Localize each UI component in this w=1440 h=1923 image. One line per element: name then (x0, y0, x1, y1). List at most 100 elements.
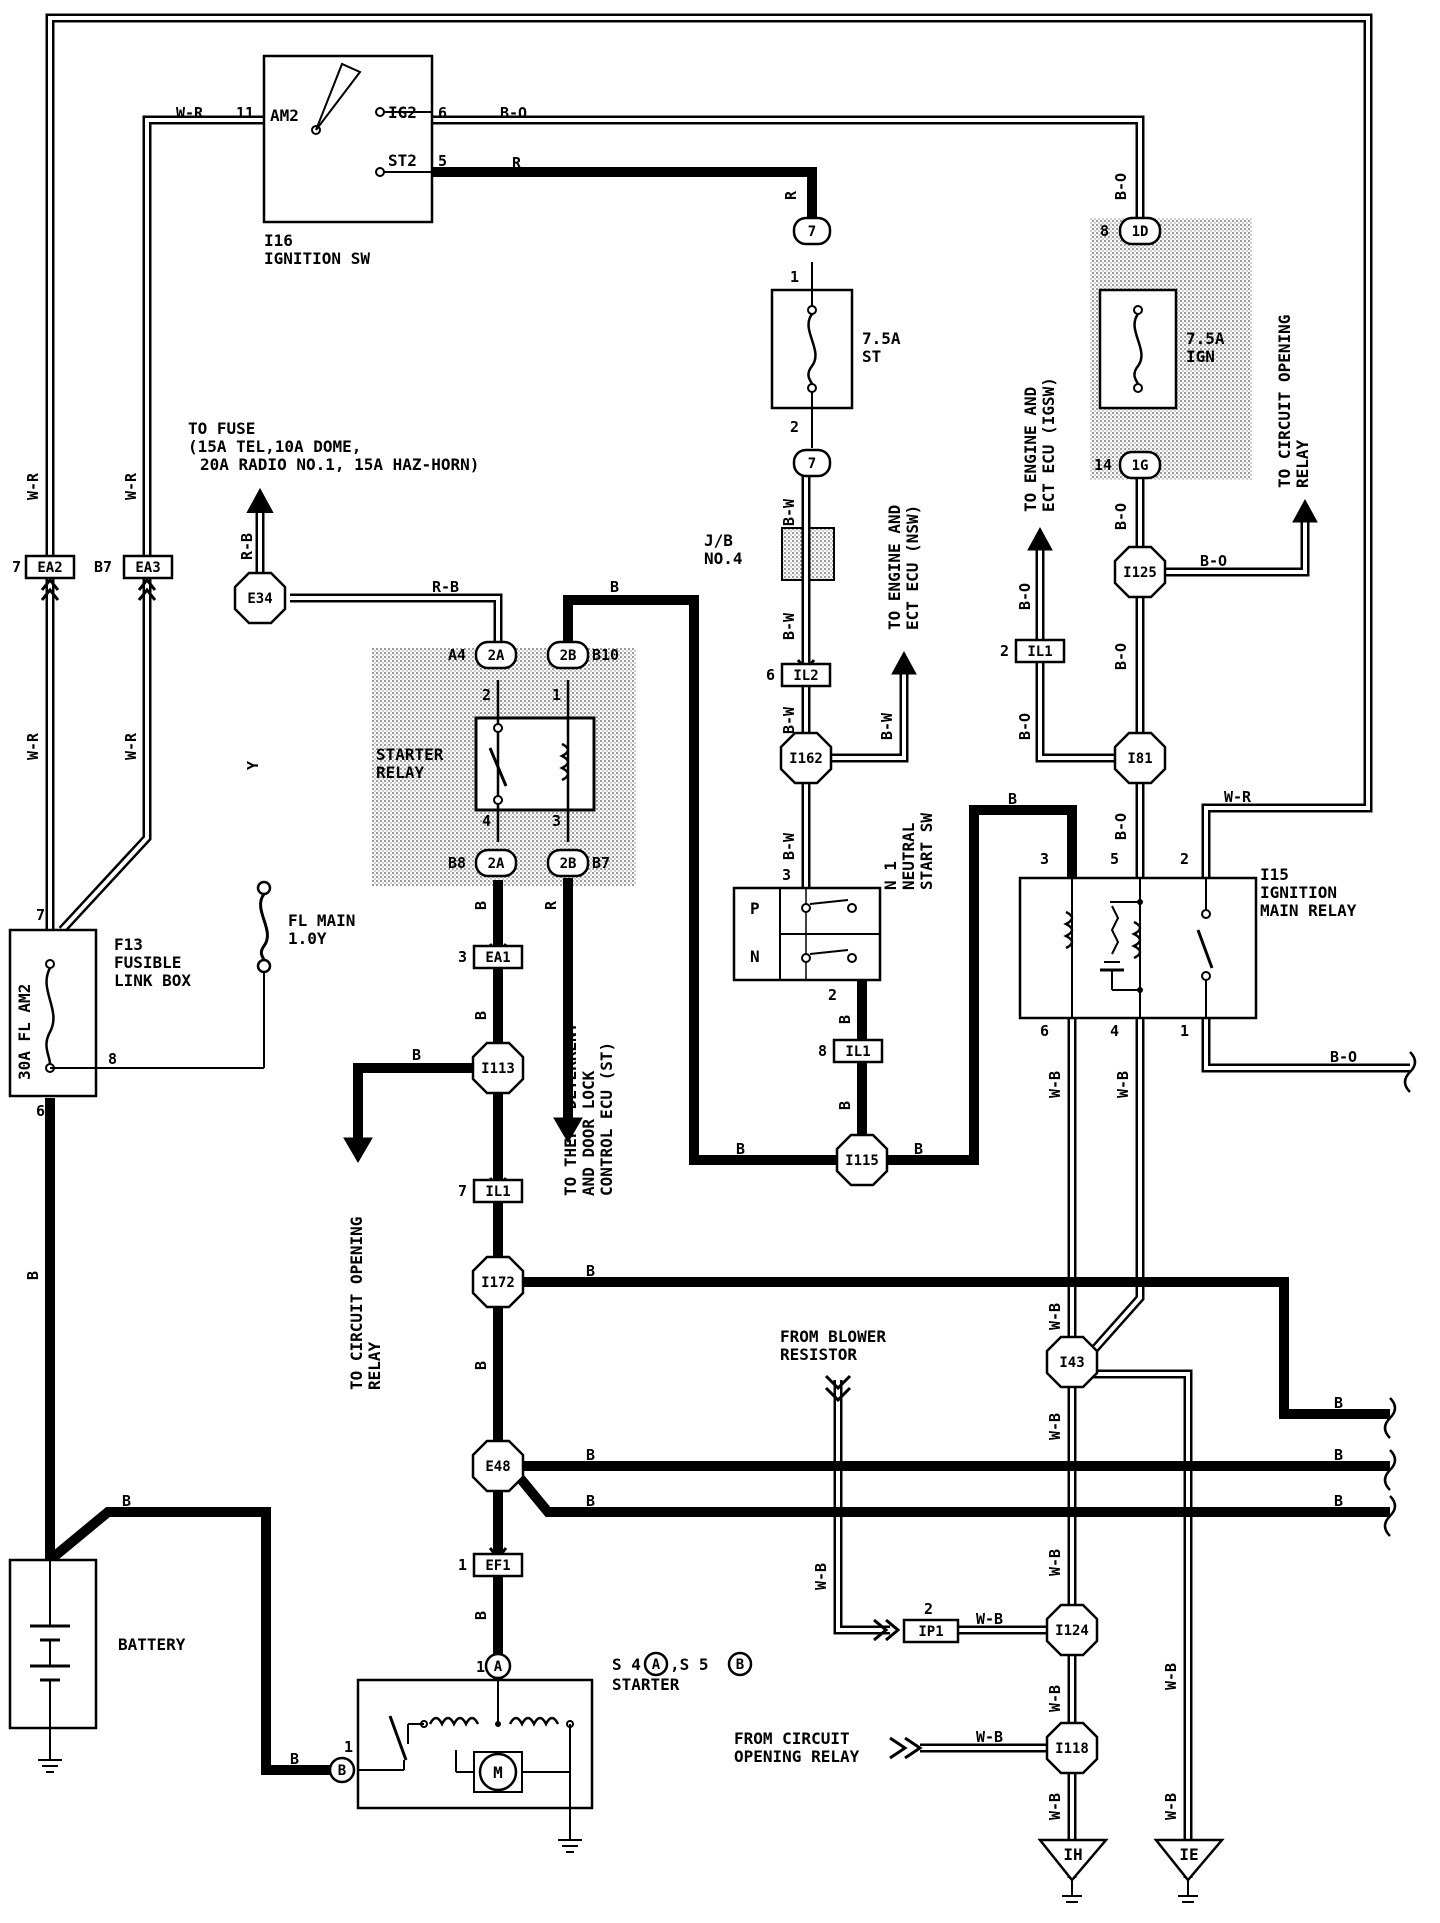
jb-line2: NO.4 (704, 549, 743, 568)
note-cor-right-2: RELAY (1293, 439, 1312, 488)
wl-w-b-2: W-B (1114, 1071, 1132, 1098)
ign-fuse-pin-bottom: 14 (1094, 456, 1112, 474)
junction-i115: I115 (835, 1133, 889, 1187)
conn-ea1-pin: 3 (458, 948, 467, 966)
wl-b-w-3: B-W (780, 706, 798, 734)
sr-pin-tl: A4 (448, 646, 466, 664)
wl-b-down3: B (472, 1611, 490, 1620)
junction-label-i113: I113 (481, 1061, 515, 1077)
sr-name-2: RELAY (376, 763, 425, 782)
mr-pin-t1: 3 (1040, 850, 1049, 868)
ground-ih-label: IH (1063, 1845, 1082, 1864)
ign-sw-pin-am2: 11 (236, 104, 254, 122)
junction-e34: E34 (233, 571, 287, 625)
wire-b-o-pin1 (1201, 1018, 1410, 1073)
note-to-fuse-3: 20A RADIO NO.1, 15A HAZ-HORN) (200, 455, 479, 474)
starter-name: STARTER (612, 1675, 680, 1694)
note-from-cor-1: FROM CIRCUIT (734, 1729, 850, 1748)
junction-i43: I43 (1045, 1335, 1099, 1389)
conn-ef1: EF1 (485, 1558, 510, 1574)
sr-conn-br: 2B (560, 856, 577, 872)
junction-i172: I172 (471, 1255, 525, 1309)
round-connectors (328, 216, 1162, 1784)
sr-pin-bl: B8 (448, 854, 466, 872)
nsw-pin-top: 3 (782, 866, 791, 884)
junction-label-i115: I115 (845, 1153, 879, 1169)
starter (356, 1678, 594, 1853)
conn-il1-m-pin: 8 (818, 1042, 827, 1060)
wl-b-i115-l: B (736, 1140, 745, 1158)
junction-i118: I118 (1045, 1721, 1099, 1775)
wl-w-b-10: W-B (812, 1563, 830, 1590)
mr-pin-t2: 5 (1110, 850, 1119, 868)
note-to-fuse-2: (15A TEL,10A DOME, (188, 437, 361, 456)
starter-term-b: B (338, 1763, 346, 1779)
sr-conn-bl: 2A (488, 856, 505, 872)
nsw-n: N (750, 947, 760, 966)
wire-b-i115-relay (888, 805, 1077, 1165)
ignition-switch (262, 54, 434, 224)
starter-parts-ref-2: B (736, 1657, 744, 1673)
ign-fuse-name: IGN (1186, 347, 1215, 366)
junction-label-i124: I124 (1055, 1623, 1089, 1639)
wl-w-r-left3: W-R (24, 732, 42, 760)
conn-ea2: EA2 (37, 560, 62, 576)
st-fuse-conn-bottom: 7 (808, 456, 816, 472)
sr-int-pin-3: 3 (552, 812, 561, 830)
mr-pin-b3: 1 (1180, 1022, 1189, 1040)
wl-w-b-8: W-B (1162, 1663, 1180, 1690)
wl-b-o-6: B-O (1016, 713, 1034, 740)
wire-b-i172 (520, 1277, 1390, 1419)
mr-id: I15 (1260, 865, 1289, 884)
junction-e48: E48 (471, 1439, 525, 1493)
st-fuse-conn-top: 7 (808, 224, 816, 240)
nsw-name-1: NEUTRAL (899, 823, 918, 890)
junction-i113: I113 (471, 1041, 525, 1095)
ign-sw-st2: ST2 (388, 151, 417, 170)
wl-b-o-5: B-O (1016, 583, 1034, 610)
note-to-fuse-1: TO FUSE (188, 419, 255, 438)
junction-label-e34: E34 (247, 591, 272, 607)
fuse-ign (1098, 288, 1178, 410)
conn-il1-m: IL1 (845, 1044, 870, 1060)
junction-i81: I81 (1113, 731, 1167, 785)
conn-ea2-pin: 7 (12, 558, 21, 576)
wl-b-i172: B (586, 1262, 595, 1280)
wl-w-r-top: W-R (176, 104, 204, 122)
ign-sw-ig2: IG2 (388, 103, 417, 122)
junction-i125: I125 (1113, 545, 1167, 599)
note-engine-igsw-1: TO ENGINE AND (1021, 387, 1040, 512)
wl-w-b-1: W-B (1046, 1071, 1064, 1098)
wire-b-relay-top (563, 595, 838, 1165)
wl-b-ea1: B (472, 901, 490, 910)
note-theft-1: TO THEFT DETERRENT (561, 1023, 580, 1196)
wl-b-down1: B (472, 1011, 490, 1020)
wl-w-b-5: W-B (1046, 1549, 1064, 1576)
wl-b-right1: B (1334, 1394, 1343, 1412)
fusible-link-box (8, 928, 265, 1098)
wl-r-top: R (512, 154, 522, 172)
arrowheads (246, 487, 1318, 1163)
sr-int-pin-1: 1 (552, 686, 561, 704)
wl-b-nsw1: B (836, 1015, 854, 1024)
sr-conn-tl: 2A (488, 648, 505, 664)
junction-label-i162: I162 (789, 751, 823, 767)
sr-int-pin-4: 4 (482, 812, 491, 830)
wl-b-w-5: B-W (878, 712, 896, 740)
ign-sw-pin-ig2: 6 (438, 104, 447, 122)
note-engine-igsw-2: ECT ECU (IGSW) (1039, 377, 1058, 512)
fuse-st (770, 262, 854, 448)
ign-sw-am2: AM2 (270, 106, 299, 125)
wl-b-nsw2: B (836, 1101, 854, 1110)
junction-label-e48: E48 (485, 1459, 510, 1475)
wl-w-b-4: W-B (1046, 1413, 1064, 1440)
wire-w-b-blower (833, 1380, 890, 1635)
conn-ip1-pin: 2 (924, 1600, 933, 1618)
starter-pin-b: 1 (344, 1738, 353, 1756)
conn-ea3-pin: B7 (94, 558, 112, 576)
note-from-cor-2: OPENING RELAY (734, 1747, 860, 1766)
wl-b-w-2: B-W (780, 612, 798, 640)
st-fuse-pin-top: 1 (790, 268, 799, 286)
